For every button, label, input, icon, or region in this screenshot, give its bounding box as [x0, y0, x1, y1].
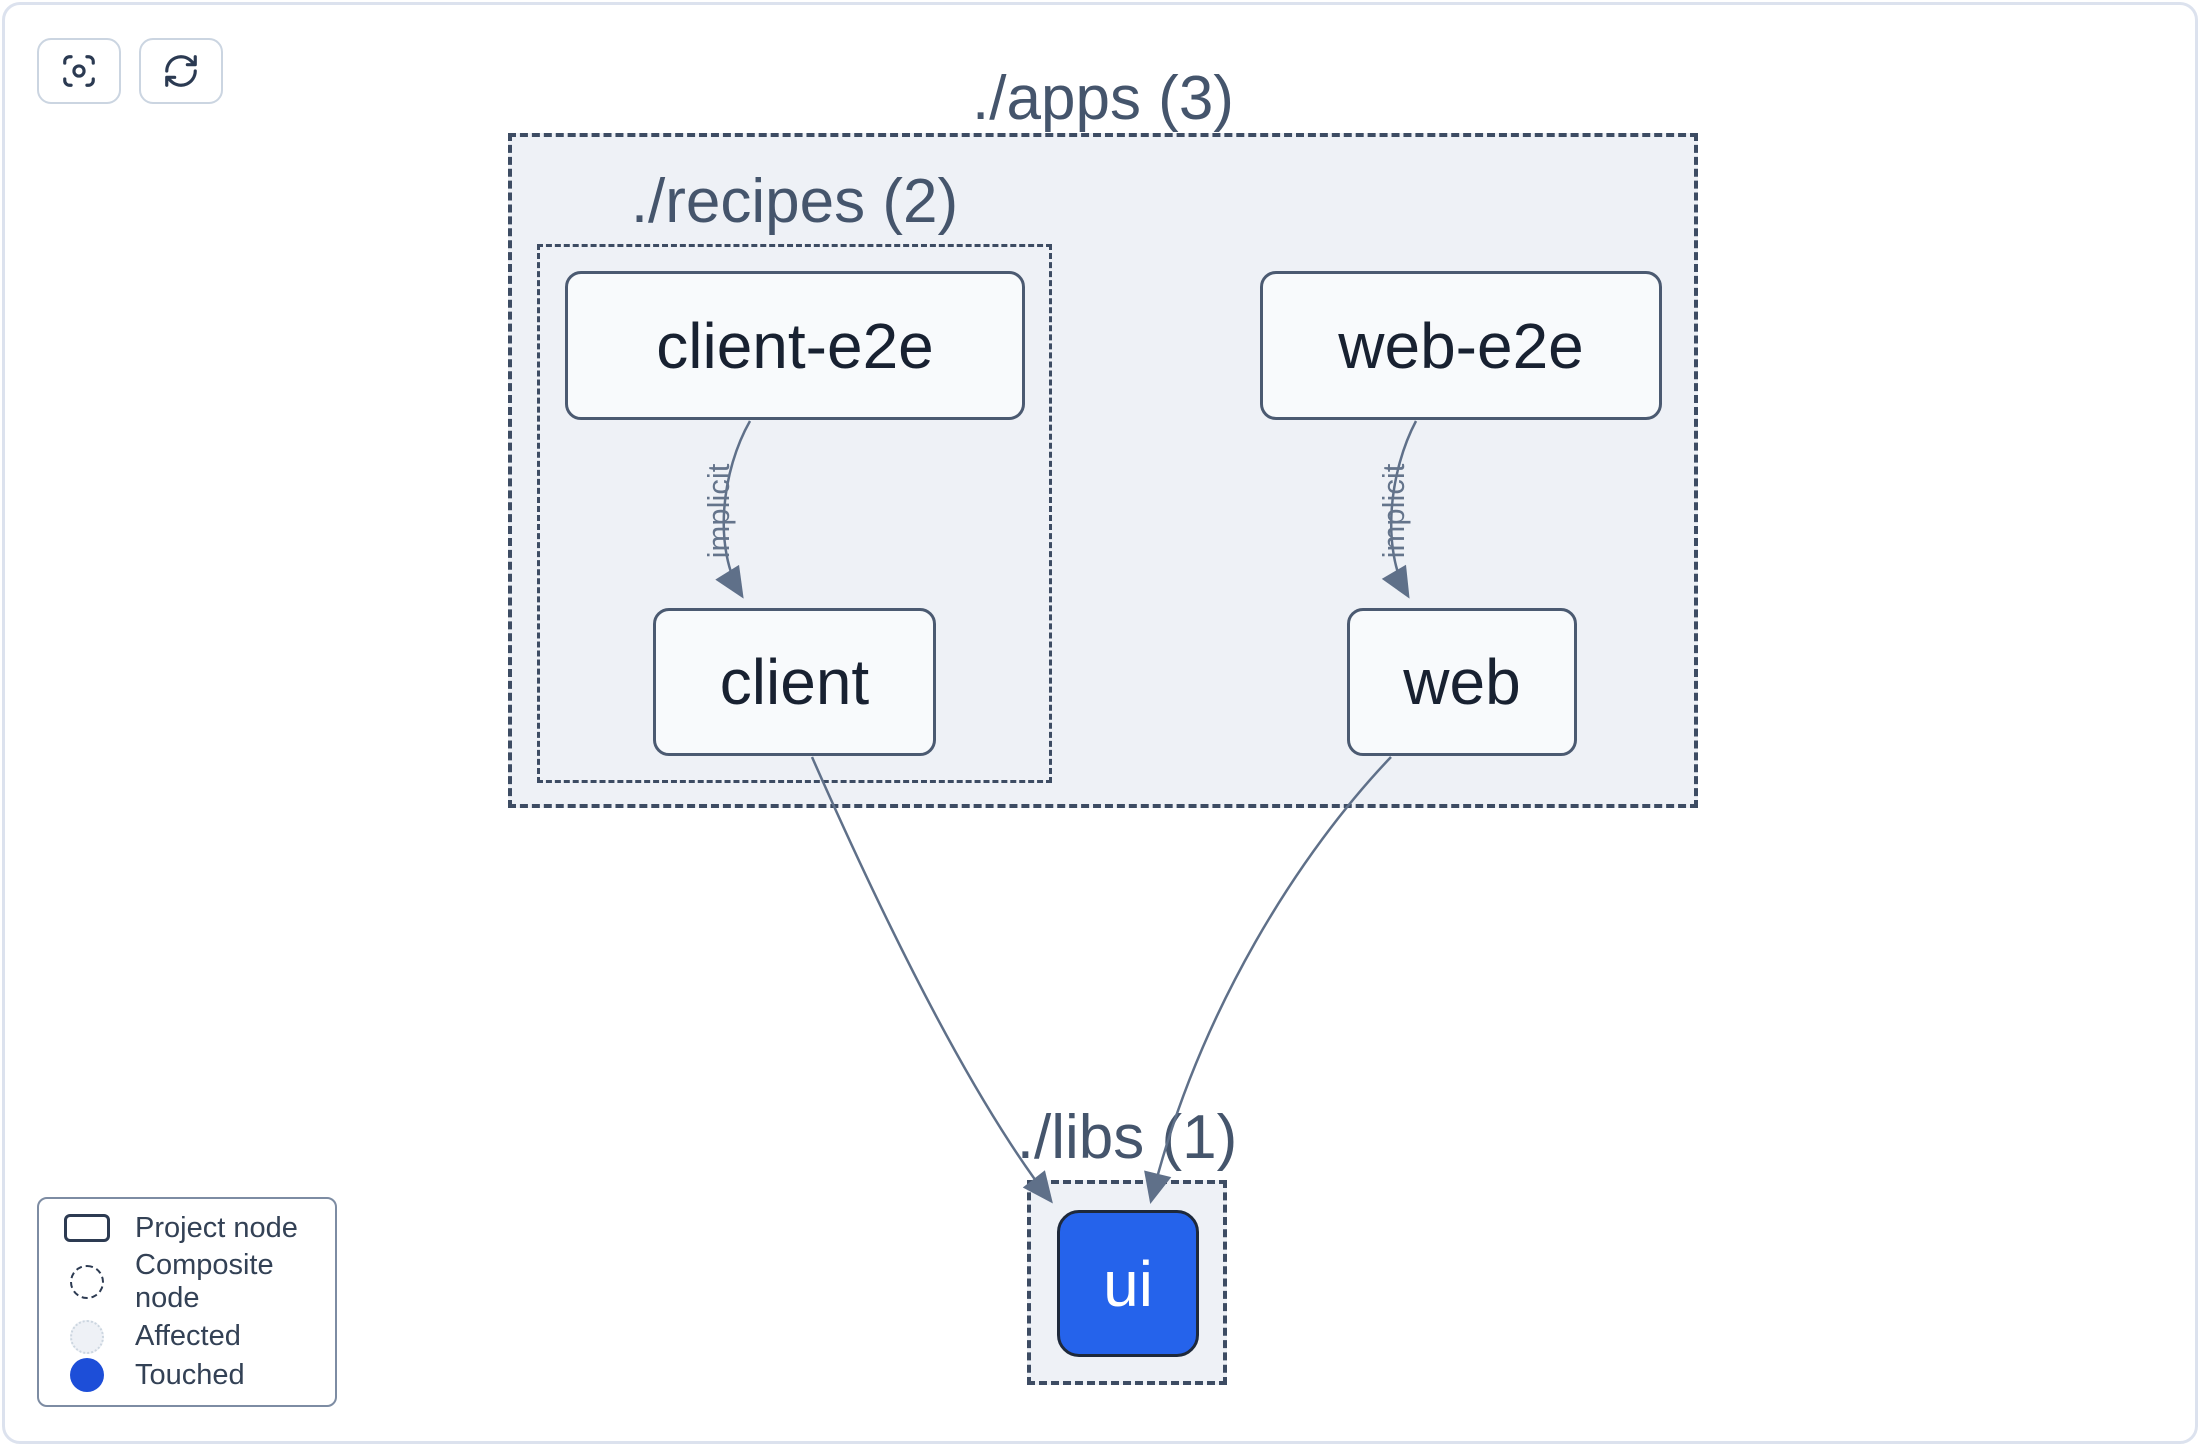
refresh-button[interactable] [139, 38, 223, 104]
legend: Project node Composite node Affected Tou… [37, 1197, 337, 1407]
affected-swatch [39, 1319, 135, 1354]
group-title-apps[interactable]: ./apps (3) [972, 64, 1234, 133]
edge-client-e2e-to-client[interactable] [715, 420, 752, 599]
edge-client-to-ui[interactable] [810, 756, 1053, 1204]
edge-label-implicit-right[interactable]: implicit [1376, 463, 1411, 559]
touched-swatch [39, 1358, 135, 1393]
node-web-e2e[interactable]: web-e2e [1260, 271, 1662, 420]
legend-label: Project node [135, 1211, 298, 1244]
group-title-recipes[interactable]: ./recipes (2) [630, 167, 959, 236]
legend-row-touched: Touched [39, 1358, 335, 1393]
project-node-swatch [39, 1214, 135, 1243]
node-ui[interactable]: ui [1057, 1210, 1199, 1357]
legend-row-affected: Affected [39, 1319, 335, 1354]
group-title-libs[interactable]: ./libs (1) [1016, 1103, 1238, 1172]
node-client-e2e[interactable]: client-e2e [565, 271, 1025, 420]
legend-row-project: Project node [39, 1212, 335, 1245]
graph-toolbar [37, 38, 223, 104]
edge-label-implicit-left[interactable]: implicit [701, 463, 736, 559]
legend-row-composite: Composite node [39, 1249, 335, 1315]
edge-web-e2e-to-web[interactable] [1381, 420, 1418, 599]
composite-node-swatch [39, 1265, 135, 1300]
refresh-icon [165, 55, 197, 87]
legend-label: Affected [135, 1320, 241, 1353]
node-client[interactable]: client [653, 608, 936, 756]
focus-button[interactable] [37, 38, 121, 104]
edge-web-to-ui[interactable] [1144, 756, 1392, 1205]
composite-group-recipes[interactable] [537, 244, 1052, 783]
focus-icon [63, 55, 95, 87]
node-web[interactable]: web [1347, 608, 1577, 756]
legend-label: Composite node [135, 1249, 274, 1315]
legend-label: Touched [135, 1358, 245, 1391]
